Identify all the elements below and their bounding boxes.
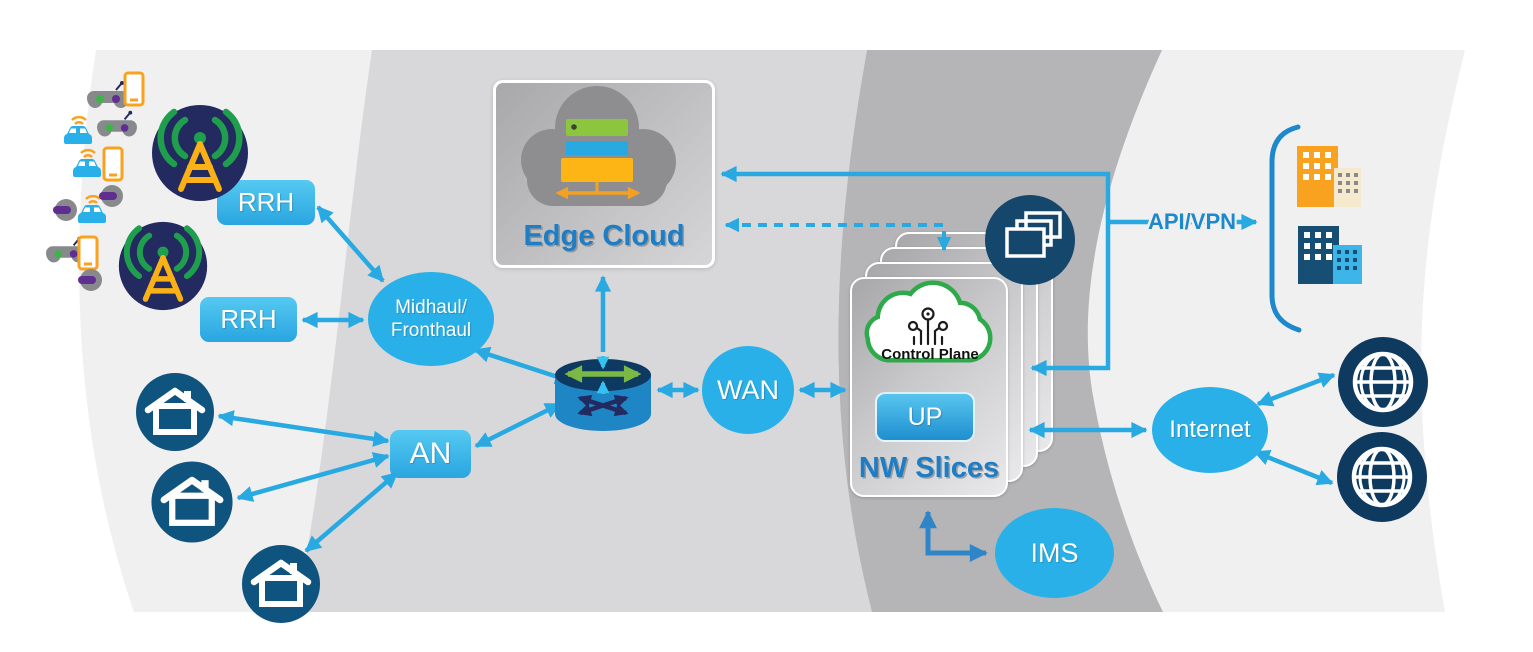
midhaul-label-line1: Midhaul/ — [395, 297, 467, 318]
ims-label: IMS — [1030, 537, 1079, 568]
up-label: UP — [907, 402, 943, 431]
arrow-an-home1 — [217, 410, 390, 447]
arrow-an-home3 — [304, 471, 399, 553]
an-node: AN — [390, 430, 471, 478]
arrow-midhaul-switch — [473, 346, 572, 385]
wan-node: WAN — [702, 346, 794, 434]
edge-cloud-label: Edge Cloud — [523, 220, 685, 252]
rrh1-label: RRH — [237, 187, 295, 217]
rrh1-node: RRH — [217, 180, 315, 225]
internet-label: Internet — [1169, 416, 1251, 443]
up-node: UP — [875, 392, 975, 442]
nw-slices-label: NW Slices — [858, 452, 1000, 484]
rrh2-node: RRH — [200, 297, 297, 342]
rrh2-label: RRH — [220, 304, 277, 334]
wan-label: WAN — [717, 374, 779, 405]
arrow-internet-globe1 — [1256, 372, 1336, 407]
arrow-internet-globe2 — [1253, 449, 1334, 486]
arrow-rrh1-midhaul — [316, 205, 385, 283]
midhaul-label-line2: Fronthaul — [390, 320, 472, 341]
an-label: AN — [409, 437, 452, 470]
arrow-an-switch — [474, 401, 562, 449]
ims-node: IMS — [995, 508, 1114, 598]
midhaul-fronthaul-node: Midhaul/ Fronthaul — [368, 272, 494, 366]
internet-node: Internet — [1152, 387, 1268, 473]
